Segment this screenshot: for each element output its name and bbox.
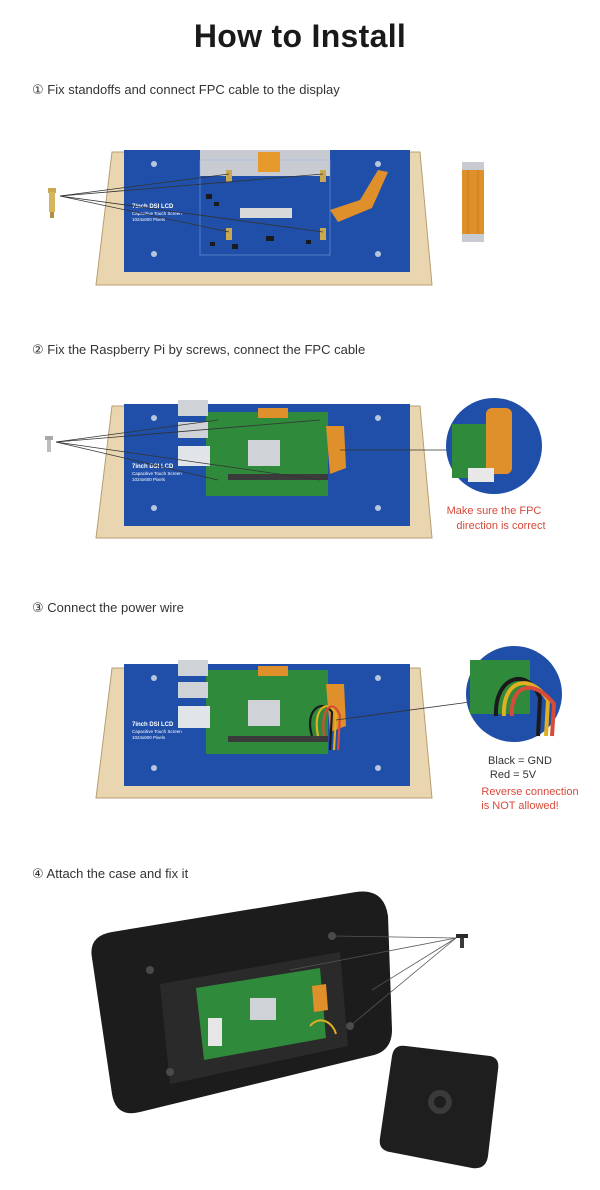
case-screw-holes [146, 932, 354, 1076]
fpc-cable-connected [330, 170, 388, 222]
soc-chip [248, 700, 280, 726]
power-warning-line-2: is NOT allowed! [481, 800, 558, 812]
page-title: How to Install [193, 18, 407, 54]
usb-port [178, 400, 208, 416]
step-3-label: ③ Connect the power wire [32, 600, 184, 615]
step-4-illustration [91, 891, 499, 1169]
fpc-note-line-1: Make sure the FPC [447, 505, 542, 517]
fpc-socket [240, 208, 292, 218]
board-label-1: 7inch DSI LCD [132, 204, 174, 210]
fpc-note-line-2: direction is correct [456, 520, 545, 532]
svg-text:Capacitive Touch Screen: Capacitive Touch Screen [132, 471, 182, 476]
fpc-cable-loose [462, 162, 484, 242]
usb-port [178, 660, 208, 676]
power-warning-line-1: Reverse connection [481, 786, 578, 798]
power-note-black: Black = GND [488, 755, 552, 767]
usb-port [178, 422, 208, 438]
power-wire-zoom-bubble [466, 646, 562, 742]
svg-text:7inch DSI LCD: 7inch DSI LCD [132, 464, 174, 470]
gpio-header [228, 736, 328, 742]
step-1-illustration: 7inch DSI LCD Capacitive Touch Screen 10… [48, 150, 484, 286]
soc-chip [248, 440, 280, 466]
soc-chip [250, 998, 276, 1020]
usb-port [178, 682, 208, 698]
step-2-illustration: 7inch DSI LCD Capacitive Touch Screen 10… [45, 398, 546, 539]
fpc-cable [326, 426, 346, 474]
svg-text:1024x600 Pixels: 1024x600 Pixels [132, 735, 166, 740]
board-label-2: Capacitive Touch Screen [132, 211, 182, 216]
ethernet-port [178, 446, 210, 466]
fpc-cable [312, 984, 328, 1012]
power-wires [309, 705, 342, 751]
step-1-label: ① Fix standoffs and connect FPC cable to… [32, 82, 340, 97]
screw-icon [45, 436, 53, 452]
step-2-label: ② Fix the Raspberry Pi by screws, connec… [32, 342, 366, 357]
case-back-cover [379, 1045, 499, 1169]
loose-standoff-icon [48, 188, 56, 218]
step-4-label: ④ Attach the case and fix it [32, 866, 189, 881]
case-screw-leader-lines [289, 935, 457, 1027]
step-3-illustration: 7inch DSI LCD Capacitive Touch Screen 10… [95, 646, 579, 812]
svg-text:1024x600 Pixels: 1024x600 Pixels [132, 477, 166, 482]
screw-icon [456, 934, 468, 948]
gpio-header [228, 474, 328, 480]
ethernet-port [178, 706, 210, 728]
fpc-zoom-bubble [446, 398, 542, 494]
svg-text:Capacitive Touch Screen: Capacitive Touch Screen [132, 729, 182, 734]
screw-leader-lines [55, 419, 321, 481]
power-note-red: Red = 5V [490, 769, 537, 781]
board-label-3: 1024x600 Pixels [132, 217, 166, 222]
standoff-group [226, 170, 326, 240]
svg-text:7inch DSI LCD: 7inch DSI LCD [132, 722, 174, 728]
standoff-leader-lines [59, 173, 324, 233]
fpc-connector-top [258, 152, 280, 172]
